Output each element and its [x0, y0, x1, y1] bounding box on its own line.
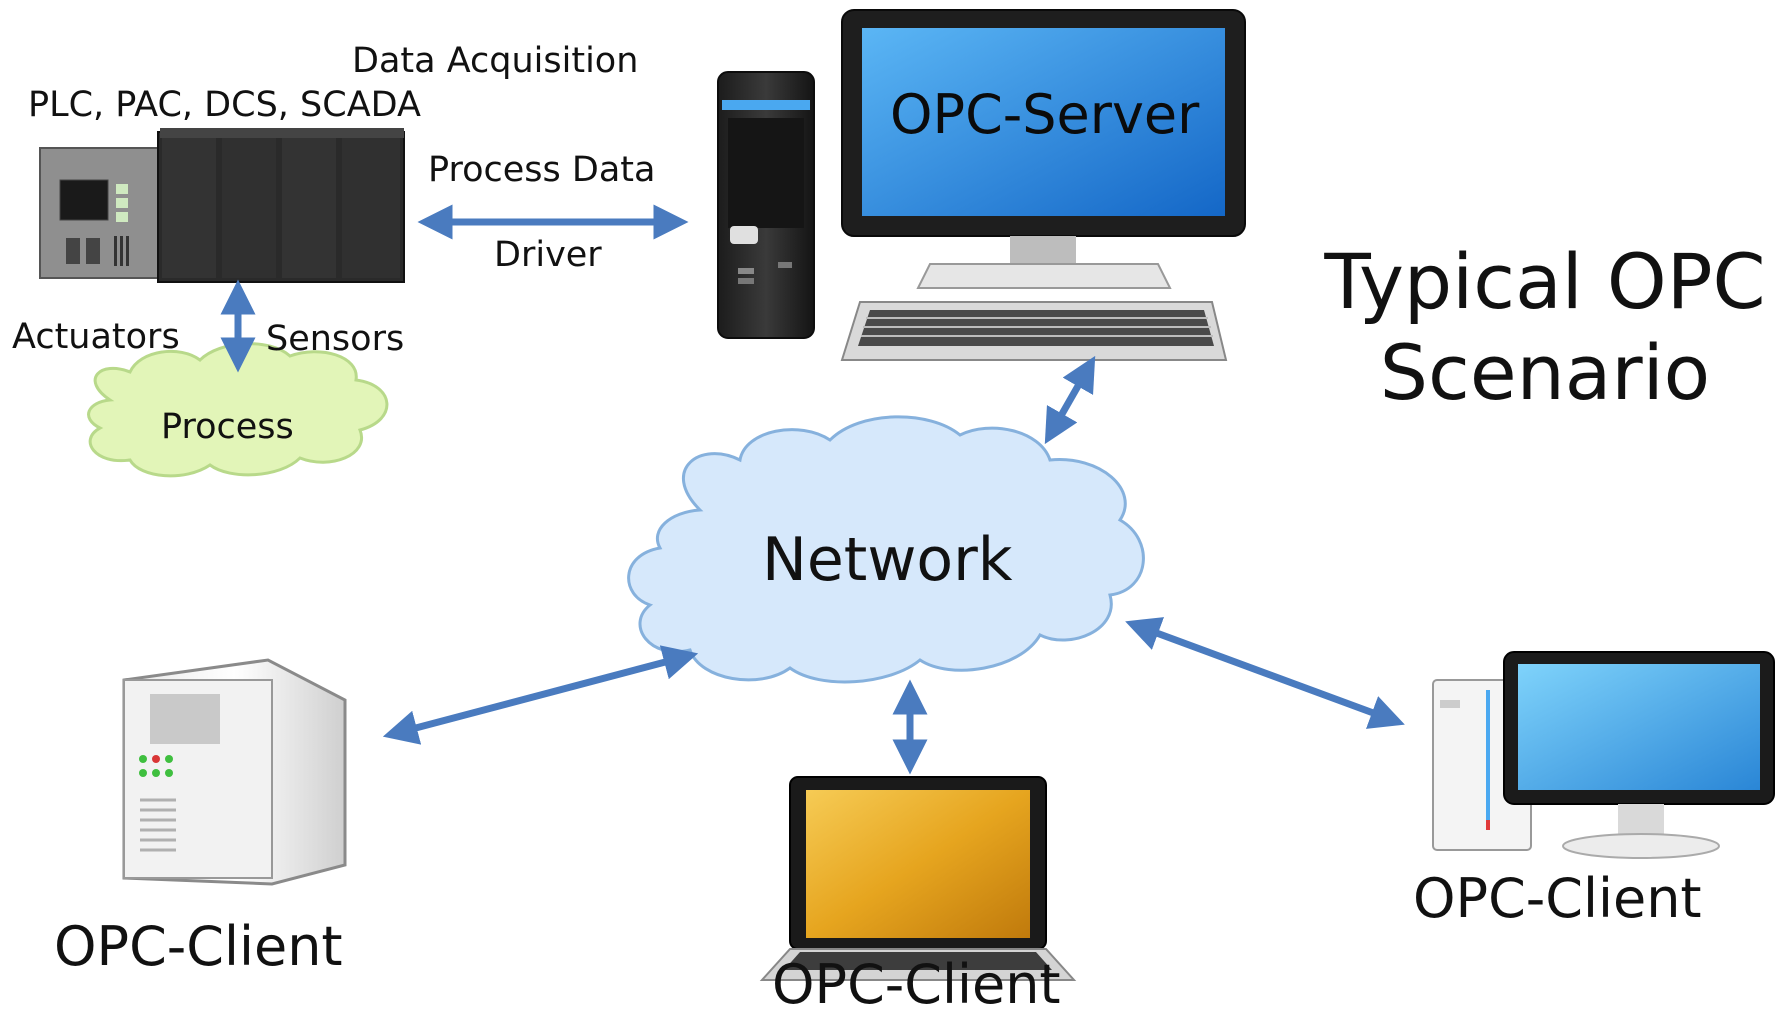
middle-client-label: OPC-Client	[772, 953, 1061, 1016]
network-label: Network	[762, 525, 1013, 595]
process-cloud	[87, 342, 389, 478]
actuators-label: Actuators	[12, 317, 180, 357]
opc-server-label: OPC-Server	[890, 83, 1200, 146]
data-acquisition-label: Data Acquisition	[352, 41, 639, 81]
arrow-network-left-client	[382, 645, 699, 745]
plc-rack-icon	[39, 128, 405, 283]
plc-label: PLC, PAC, DCS, SCADA	[28, 85, 421, 125]
sensors-label: Sensors	[266, 319, 405, 359]
left-client-label: OPC-Client	[54, 915, 343, 978]
right-client-label: OPC-Client	[1413, 867, 1702, 930]
driver-label: Driver	[494, 235, 602, 275]
process-label: Process	[161, 407, 294, 447]
keyboard-icon	[840, 301, 1228, 361]
desktop-pc-icon	[1432, 651, 1775, 859]
laptop-icon	[759, 776, 1077, 981]
arrow-network-right-client	[1125, 617, 1405, 729]
diagram-title: Typical OPC Scenario	[1310, 236, 1780, 418]
title-line-2: Scenario	[1379, 328, 1711, 418]
server-tower-icon	[717, 71, 815, 339]
tower-server-icon	[122, 658, 347, 886]
arrow-server-network	[1044, 355, 1096, 445]
connection-arrows	[220, 204, 1405, 775]
title-line-1: Typical OPC	[1324, 237, 1766, 326]
process-data-label: Process Data	[428, 150, 656, 190]
server-monitor-icon	[841, 9, 1246, 289]
network-cloud	[627, 415, 1145, 684]
